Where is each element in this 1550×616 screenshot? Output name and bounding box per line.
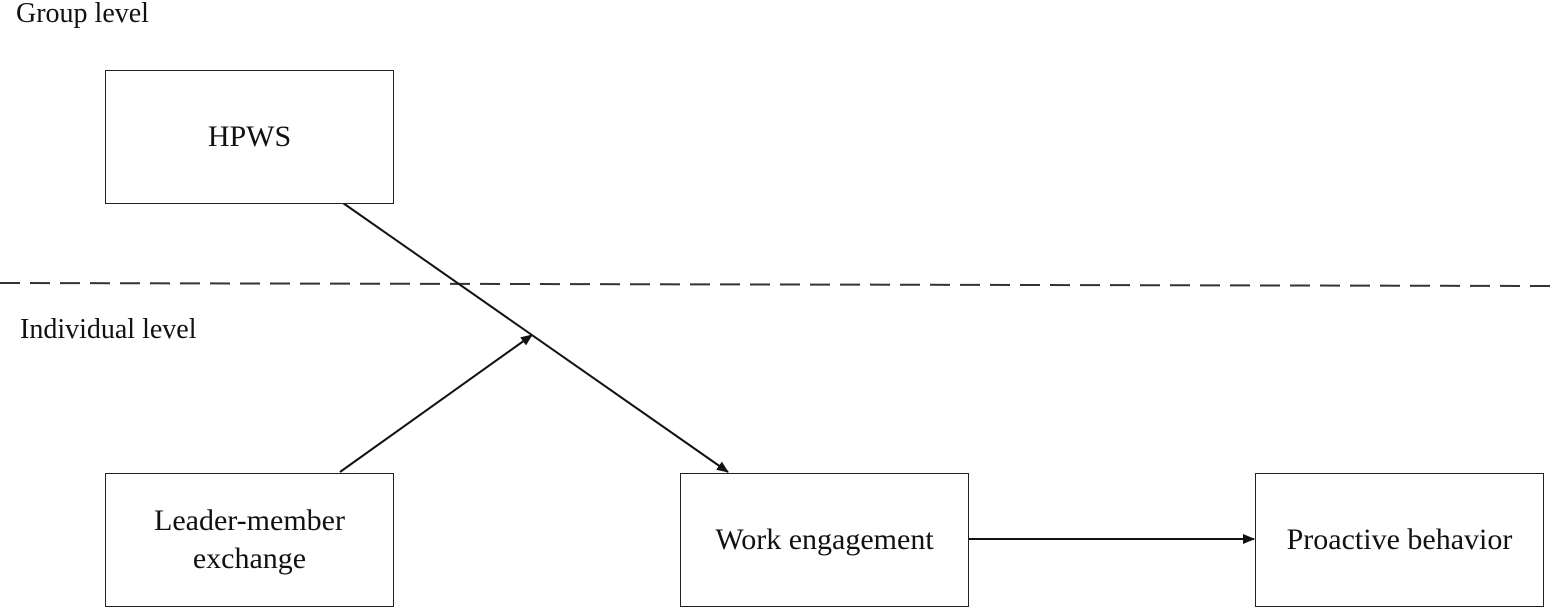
proactive-behavior-node: Proactive behavior xyxy=(1255,473,1544,607)
leader-member-exchange-node: Leader-member exchange xyxy=(105,473,394,607)
arrow-hpws-to-work-engagement xyxy=(342,202,729,473)
arrow-lmx-moderation xyxy=(339,334,533,473)
work-engagement-node: Work engagement xyxy=(680,473,969,607)
work-engagement-node-label: Work engagement xyxy=(715,523,934,556)
leader-member-exchange-node-label: Leader-member exchange xyxy=(154,504,345,575)
proactive-behavior-node-label: Proactive behavior xyxy=(1286,523,1513,556)
level-divider-dashed-line xyxy=(0,282,1550,287)
hpws-node: HPWS xyxy=(105,70,394,204)
group-level-label: Group level xyxy=(16,0,149,29)
hpws-node-label: HPWS xyxy=(207,120,292,153)
individual-level-label: Individual level xyxy=(20,314,197,345)
